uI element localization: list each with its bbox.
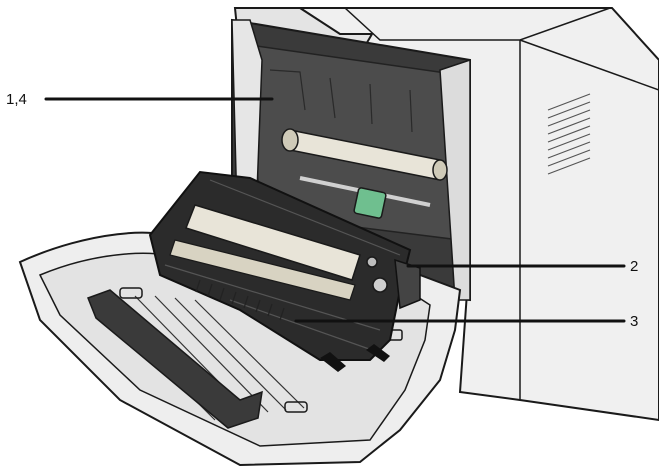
callout-label-1-4: 1,4 xyxy=(6,91,27,108)
leader-lines xyxy=(44,97,626,323)
callout-label-3: 3 xyxy=(630,313,639,330)
upper-roller xyxy=(281,128,448,181)
vent-slats xyxy=(547,93,591,175)
callout-label-2: 2 xyxy=(630,258,639,275)
drum-unit xyxy=(148,170,421,372)
transfer-roller xyxy=(185,204,361,281)
green-release-tab xyxy=(353,187,387,219)
cover-handle xyxy=(87,289,263,429)
